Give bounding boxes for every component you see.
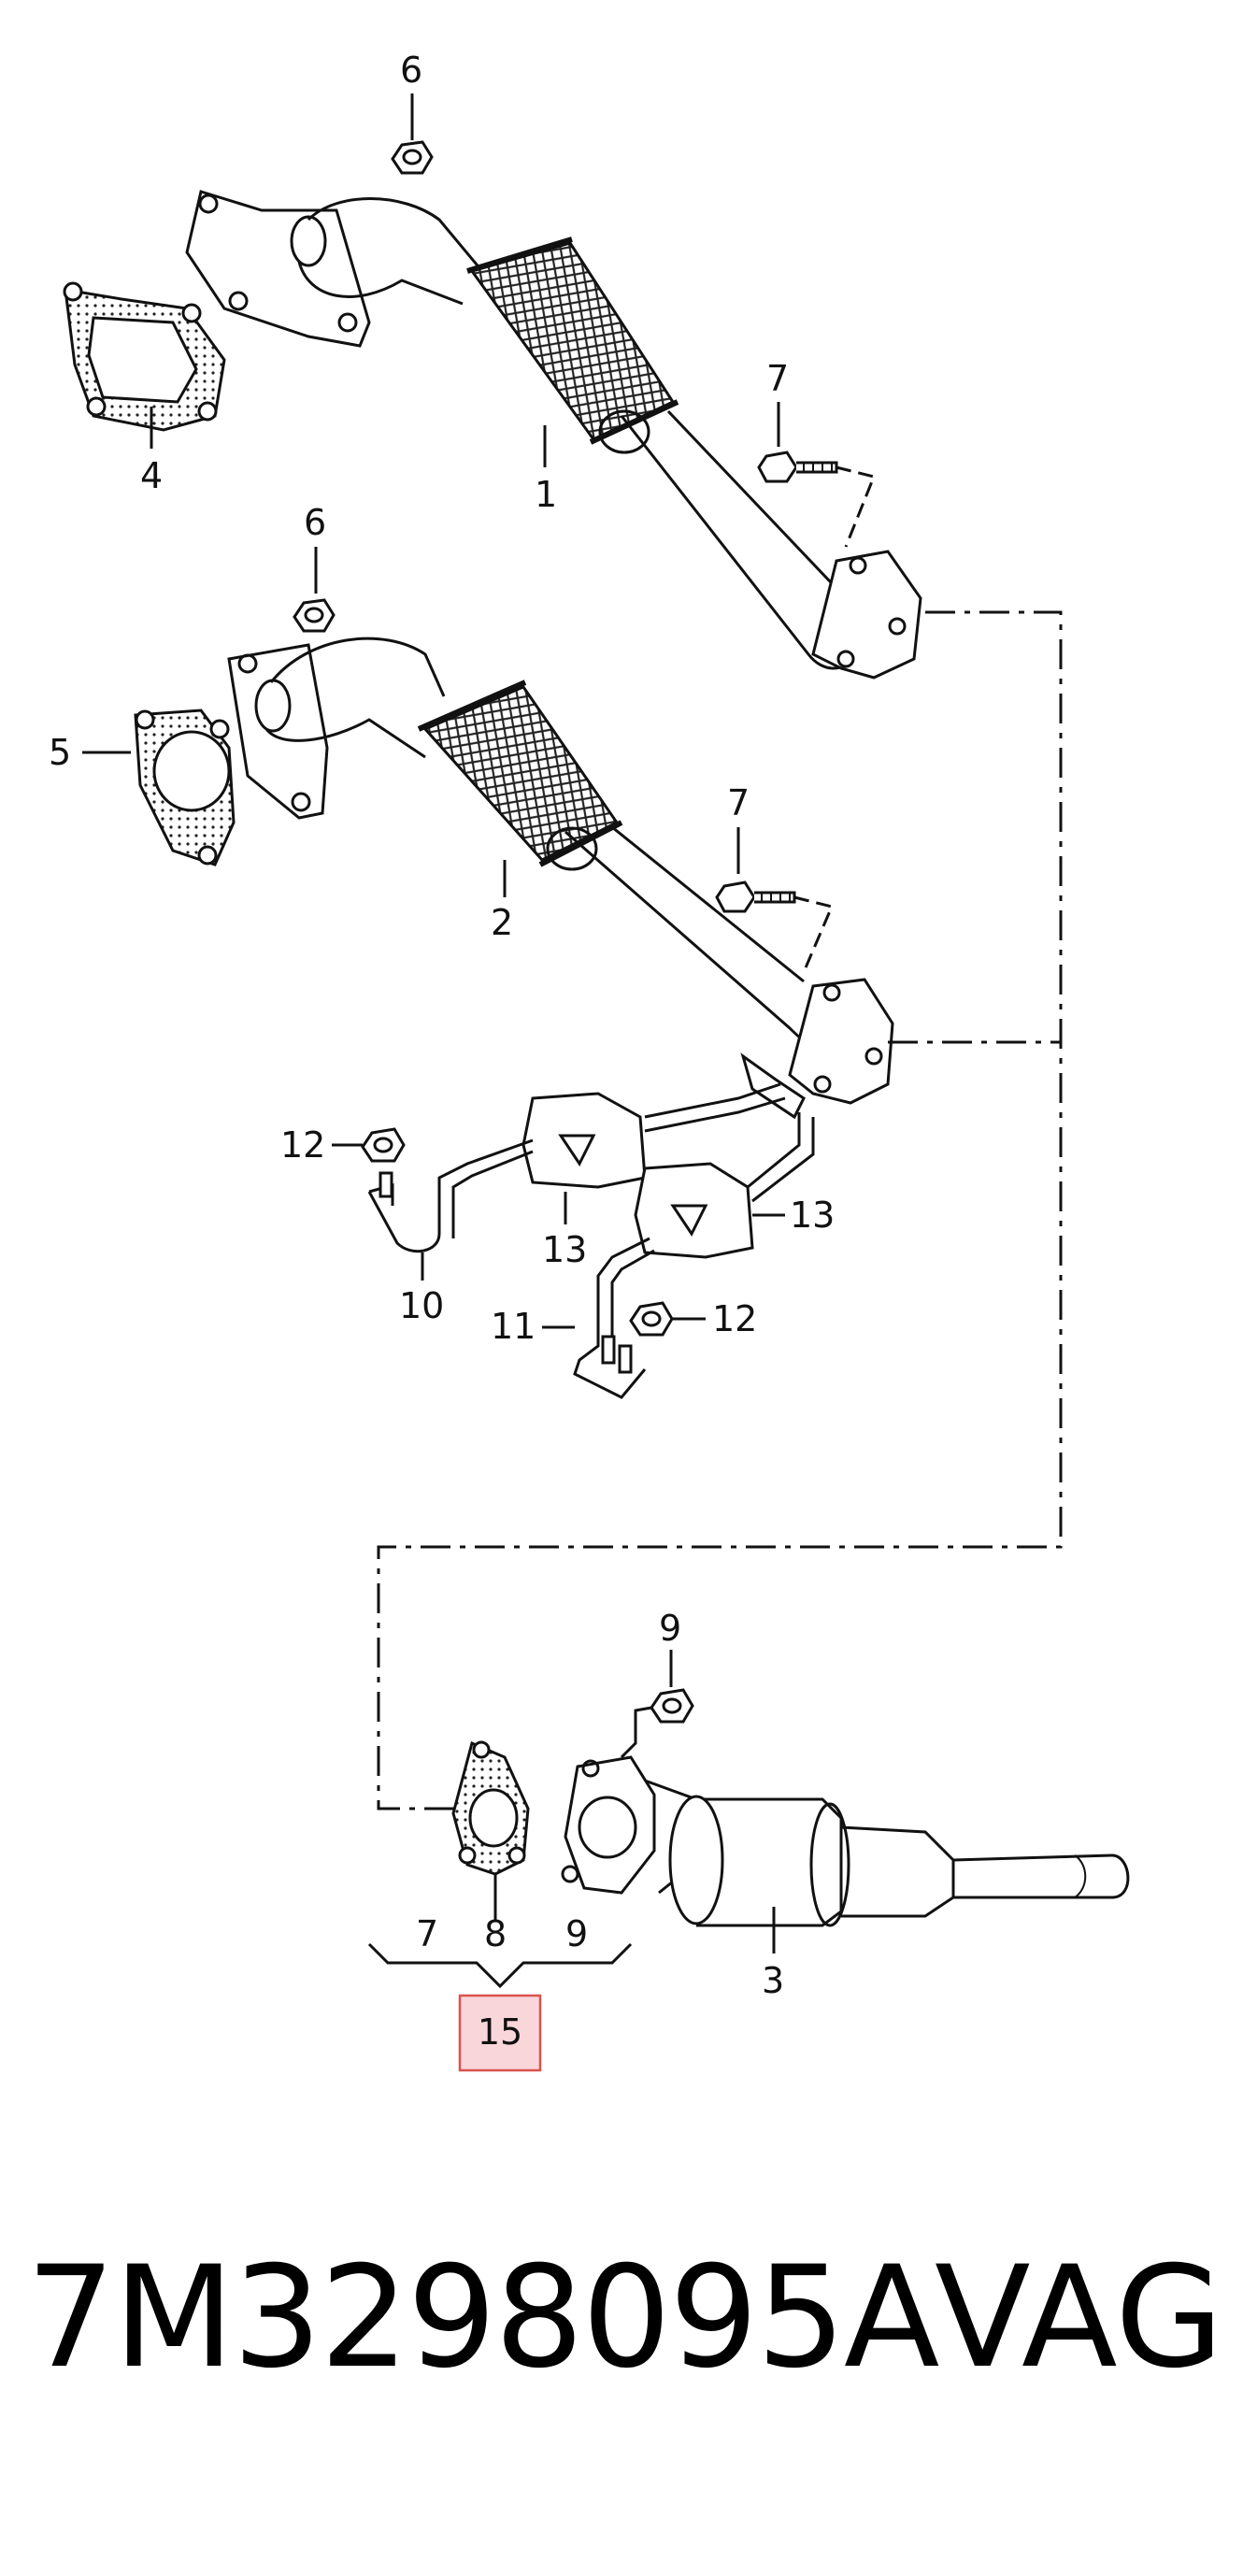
bolt-7b[interactable] — [715, 880, 796, 913]
callout-2: 2 — [491, 902, 513, 943]
callout-12a: 12 — [280, 1124, 325, 1166]
callout-1: 1 — [535, 474, 557, 515]
bracket-10[interactable] — [367, 1138, 534, 1253]
brand-name: VAG — [935, 2237, 1224, 2399]
callout-3: 3 — [762, 1960, 784, 2001]
callout-7b: 7 — [727, 782, 750, 823]
hanger-rods — [644, 1082, 815, 1203]
callout-6a: 6 — [400, 50, 422, 91]
rubber-mount-13a[interactable] — [521, 1092, 647, 1189]
callout-11: 11 — [491, 1306, 536, 1347]
rubber-mount-13b[interactable] — [634, 1162, 754, 1259]
callout-12b: 12 — [712, 1298, 757, 1339]
bolt-7a[interactable] — [757, 451, 838, 483]
nut-6a[interactable] — [391, 140, 434, 175]
nut-12a[interactable] — [361, 1127, 406, 1163]
front-pipe-1[interactable] — [185, 190, 922, 680]
callout-13b: 13 — [790, 1195, 835, 1236]
callout-15: 15 — [478, 2011, 522, 2053]
nut-12b[interactable] — [629, 1301, 674, 1337]
callout-6b: 6 — [304, 502, 326, 543]
gasket-5[interactable] — [134, 708, 236, 866]
callout-7a: 7 — [766, 358, 789, 399]
catalytic-converter-3[interactable] — [561, 1755, 1130, 1927]
callout-4: 4 — [140, 455, 163, 496]
callout-5: 5 — [49, 732, 71, 773]
callout-15-highlight[interactable]: 15 — [458, 1994, 542, 2072]
leader-lines — [82, 93, 785, 1989]
front-pipe-2[interactable] — [227, 637, 894, 1120]
nut-9[interactable] — [650, 1688, 694, 1724]
gasket-8[interactable] — [451, 1740, 530, 1876]
gasket-4[interactable] — [63, 281, 226, 432]
part-number: 7M3298095A — [26, 2237, 940, 2399]
nut-6b[interactable] — [293, 598, 336, 633]
callout-8: 8 — [484, 1913, 507, 1954]
callout-7c: 7 — [416, 1913, 438, 1954]
callout-10: 10 — [399, 1285, 444, 1326]
callout-9b: 9 — [565, 1913, 588, 1954]
callout-9a: 9 — [659, 1608, 681, 1649]
connection-lines — [377, 610, 1063, 1810]
bracket-11[interactable] — [573, 1237, 655, 1399]
footer-caption: 7M3298095A VAG — [0, 2234, 1243, 2402]
callout-13a: 13 — [542, 1229, 587, 1270]
